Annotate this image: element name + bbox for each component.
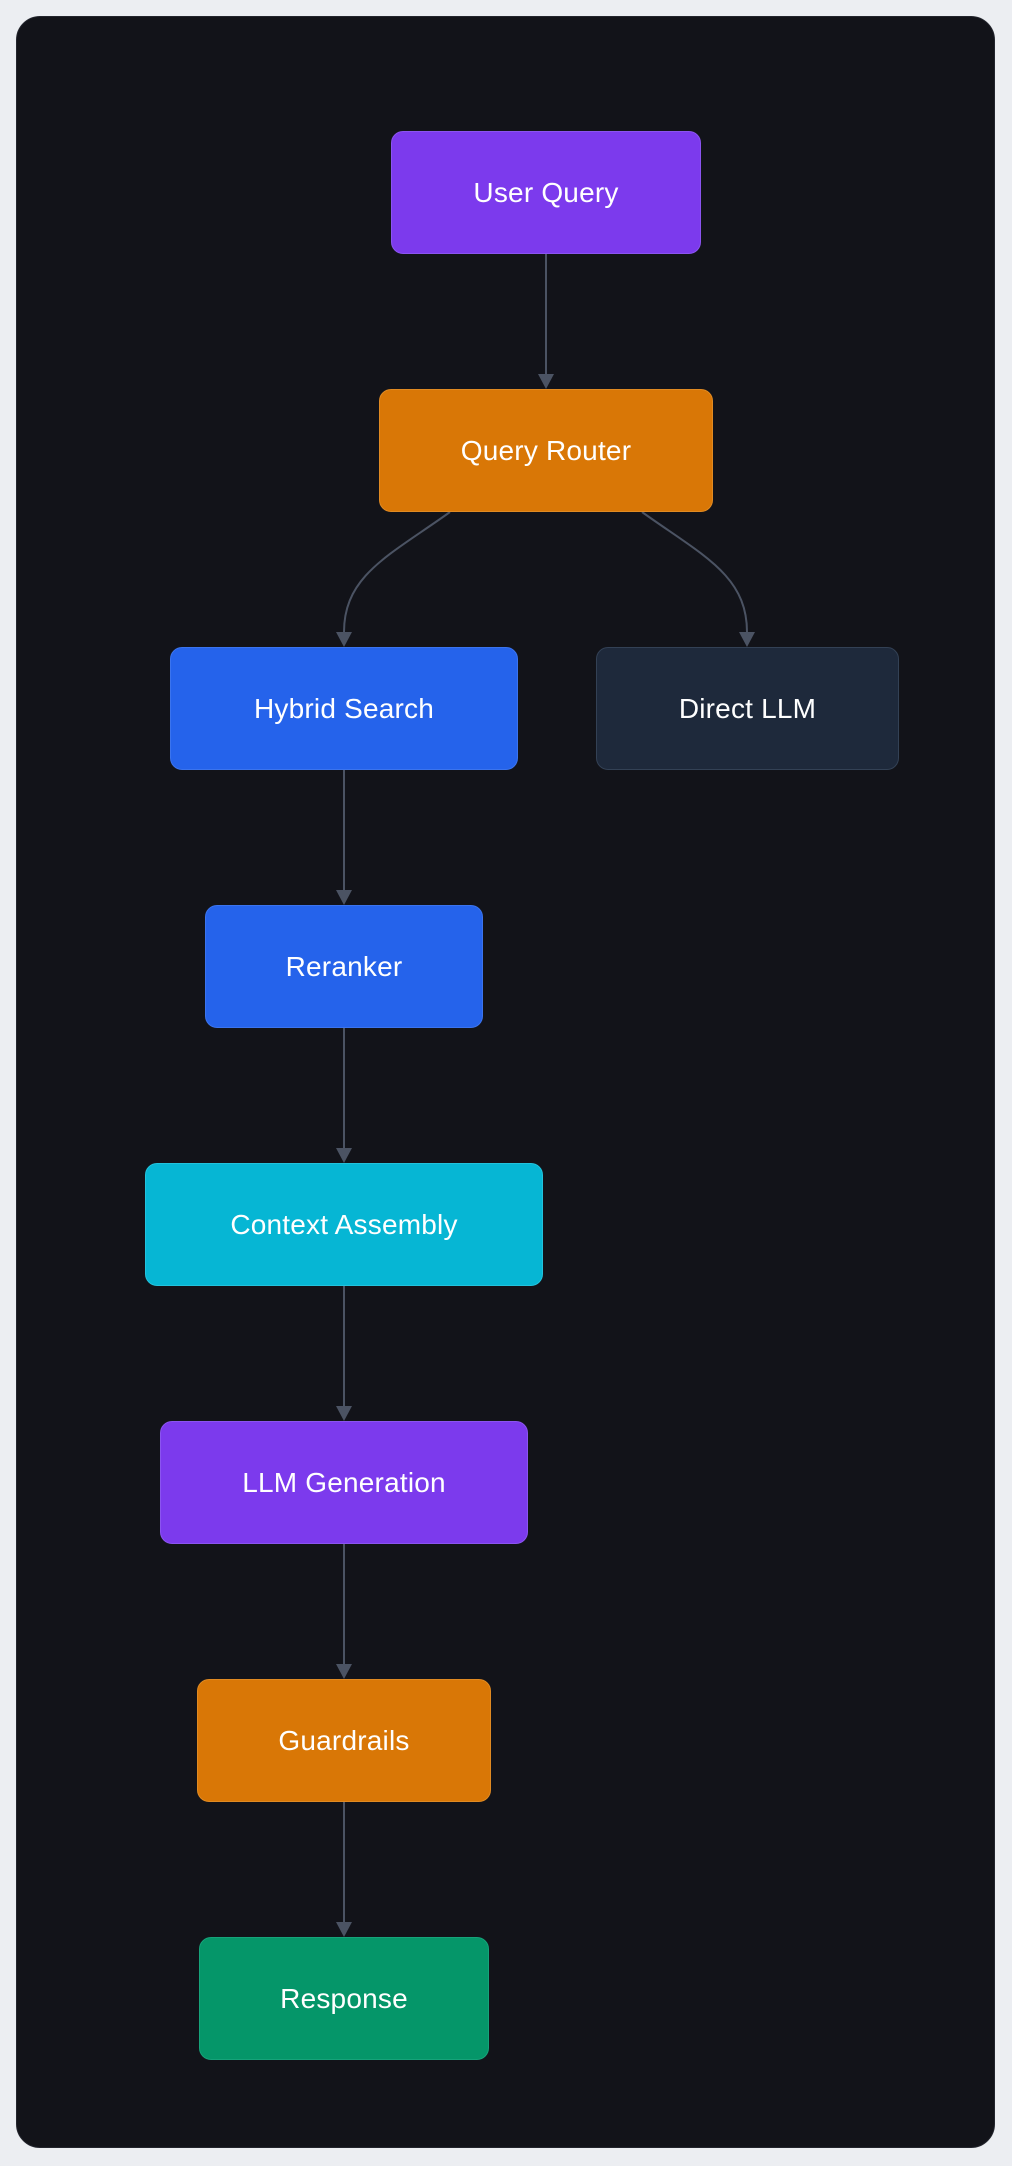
node-reranker-label: Reranker <box>285 950 403 982</box>
node-user-query-label: User Query <box>473 176 619 208</box>
node-llm-generation-label: LLM Generation <box>242 1466 446 1498</box>
node-response-label: Response <box>280 1982 408 2014</box>
diagram-canvas <box>16 16 995 2148</box>
node-hybrid-search-label: Hybrid Search <box>253 692 434 724</box>
node-context-assembly-label: Context Assembly <box>230 1208 458 1240</box>
node-query-router-label: Query Router <box>460 434 632 466</box>
node-context-assembly[interactable]: Context Assembly <box>145 1163 543 1286</box>
node-llm-generation[interactable]: LLM Generation <box>160 1421 528 1544</box>
node-direct-llm[interactable]: Direct LLM <box>596 647 899 770</box>
node-hybrid-search[interactable]: Hybrid Search <box>170 647 518 770</box>
node-reranker[interactable]: Reranker <box>205 905 483 1028</box>
node-direct-llm-label: Direct LLM <box>678 692 817 724</box>
node-response[interactable]: Response <box>199 1937 489 2060</box>
node-guardrails-label: Guardrails <box>278 1724 410 1756</box>
node-user-query[interactable]: User Query <box>391 131 701 254</box>
node-guardrails[interactable]: Guardrails <box>197 1679 491 1802</box>
node-query-router[interactable]: Query Router <box>379 389 713 512</box>
